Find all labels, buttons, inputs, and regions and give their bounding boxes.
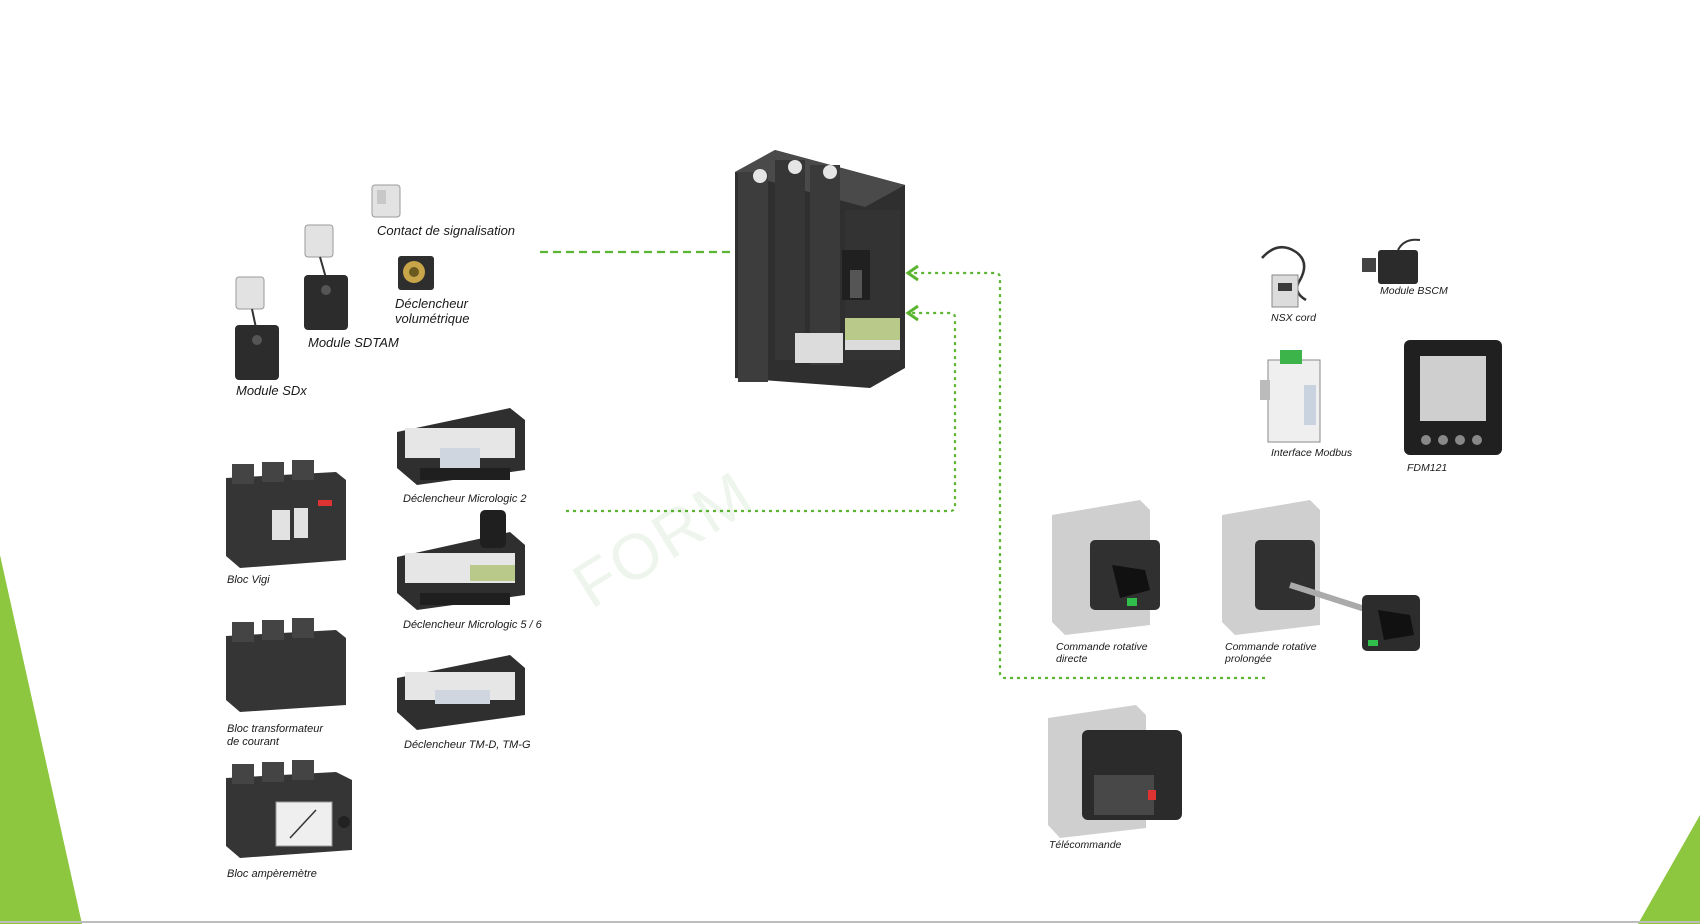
label-tm-d-tm-g: Déclencheur TM-D, TM-G — [404, 739, 531, 751]
telecommande-image — [1048, 705, 1182, 838]
label-bloc-vigi: Bloc Vigi — [227, 574, 270, 586]
bloc-transformateur-image — [226, 618, 346, 712]
label-commande-rotative-directe: Commande rotative directe — [1056, 641, 1148, 666]
interface-modbus-image — [1260, 350, 1321, 443]
trip-unit-arrow — [905, 304, 919, 322]
label-bloc-transformateur: Bloc transformateur de courant — [227, 723, 323, 748]
label-micrologic-2: Déclencheur Micrologic 2 — [403, 493, 527, 505]
right-accent-triangle — [1638, 815, 1700, 924]
commande-rotative-directe-image — [1052, 500, 1160, 635]
label-micrologic-5-6: Déclencheur Micrologic 5 / 6 — [403, 619, 542, 631]
module-bscm-image — [1362, 238, 1421, 284]
label-nsx-cord: NSX cord — [1271, 312, 1316, 324]
bloc-vigi-image — [226, 460, 346, 568]
label-module-bscm: Module BSCM — [1380, 285, 1448, 297]
accessories-connector — [910, 271, 1265, 680]
declencheur-volumetrique-image — [398, 256, 434, 290]
main-breaker-image — [735, 150, 905, 388]
bloc-amperemetre-image — [226, 760, 352, 858]
micrologic-5-6-image — [397, 510, 525, 610]
label-telecommande: Télécommande — [1049, 839, 1122, 851]
label-bloc-amperemetre: Bloc ampèremètre — [227, 868, 317, 880]
accessories-arrow — [905, 264, 919, 282]
label-contact-signalisation: Contact de signalisation — [377, 223, 516, 238]
tm-d-tm-g-image — [397, 655, 525, 730]
label-commande-rotative-prolongee: Commande rotative prolongée — [1225, 641, 1317, 666]
commande-rotative-prolongee-image — [1222, 500, 1420, 651]
micrologic-2-image — [397, 408, 525, 485]
module-sdtam-image — [304, 224, 348, 330]
module-sdx-image — [235, 276, 279, 380]
fdm121-image — [1404, 340, 1502, 455]
label-module-sdtam: Module SDTAM — [308, 335, 399, 350]
label-interface-modbus: Interface Modbus — [1271, 447, 1353, 459]
label-module-sdx: Module SDx — [236, 383, 307, 398]
left-accent-triangle — [0, 555, 82, 924]
label-declencheur-volumetrique: Déclencheur volumétrique — [395, 296, 470, 326]
nsx-cord-image — [1261, 245, 1307, 308]
label-fdm121: FDM121 — [1407, 462, 1448, 474]
trip-unit-connector — [566, 311, 957, 513]
contact-signalisation-image — [371, 184, 401, 218]
